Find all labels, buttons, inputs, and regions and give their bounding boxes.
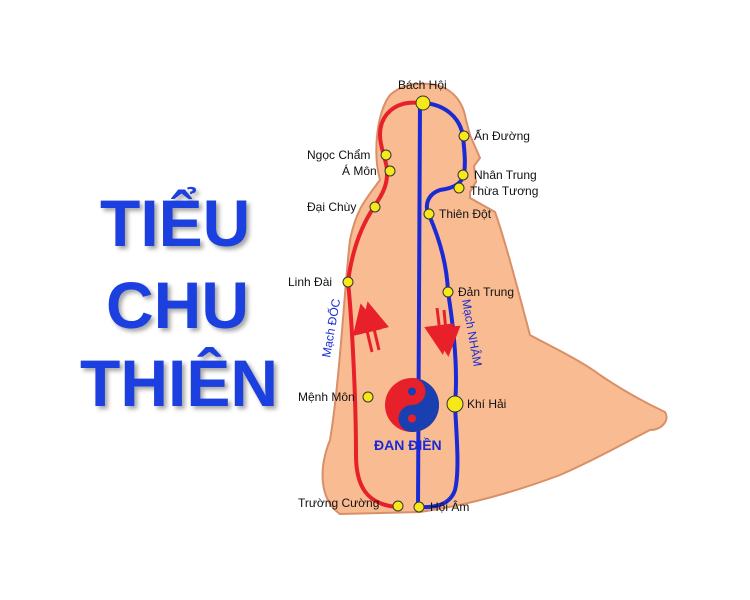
nham-channel-path	[415, 100, 467, 510]
acupoint-dan-trung	[442, 286, 454, 298]
yin-yang-symbol	[385, 378, 439, 432]
dan-dien-label: ĐAN ĐIỀN	[374, 437, 442, 453]
acupoint-nhan-trung	[457, 169, 469, 181]
label-thua-tuong: Thừa Tương	[470, 184, 538, 198]
label-hoi-am: Hội Âm	[430, 499, 469, 514]
acupoint-khi-hai	[446, 395, 464, 413]
acupoint-bach-hoi	[415, 95, 431, 111]
label-truong-cuong: Trường Cường	[298, 496, 379, 510]
label-a-mon: Á Môn	[342, 163, 377, 178]
label-nhan-trung: Nhân Trung	[474, 168, 537, 182]
label-bach-hoi: Bách Hội	[398, 78, 447, 92]
acupoint-thien-dot	[423, 208, 435, 220]
label-ngoc-cham: Ngọc Chẩm	[307, 148, 370, 162]
title-line-3: THIÊN	[80, 346, 278, 420]
label-menh-mon: Mệnh Môn	[298, 390, 355, 404]
title-line-1: TIỂU	[100, 186, 251, 260]
label-an-duong: Ấn Đường	[474, 128, 530, 143]
acupoint-ngoc-cham	[380, 149, 392, 161]
acupoint-hoi-am	[413, 501, 425, 513]
acupoint-linh-dai	[342, 276, 354, 288]
acupoint-a-mon	[384, 165, 396, 177]
acupoint-truong-cuong	[392, 500, 404, 512]
nham-flow-arrow	[424, 307, 461, 357]
title-line-2: CHU	[106, 268, 249, 342]
acupoint-an-duong	[458, 130, 470, 142]
label-dai-chuy: Đại Chùy	[307, 200, 356, 214]
doc-flow-arrow	[352, 301, 390, 353]
label-dan-trung: Đản Trung	[458, 285, 514, 299]
label-linh-dai: Linh Đài	[288, 275, 332, 289]
label-khi-hai: Khí Hải	[467, 397, 506, 411]
acupoint-menh-mon	[362, 391, 374, 403]
acupoint-thua-tuong	[453, 182, 465, 194]
doc-channel-path	[345, 100, 421, 509]
acupoint-dai-chuy	[369, 201, 381, 213]
label-thien-dot: Thiên Đột	[439, 207, 492, 221]
